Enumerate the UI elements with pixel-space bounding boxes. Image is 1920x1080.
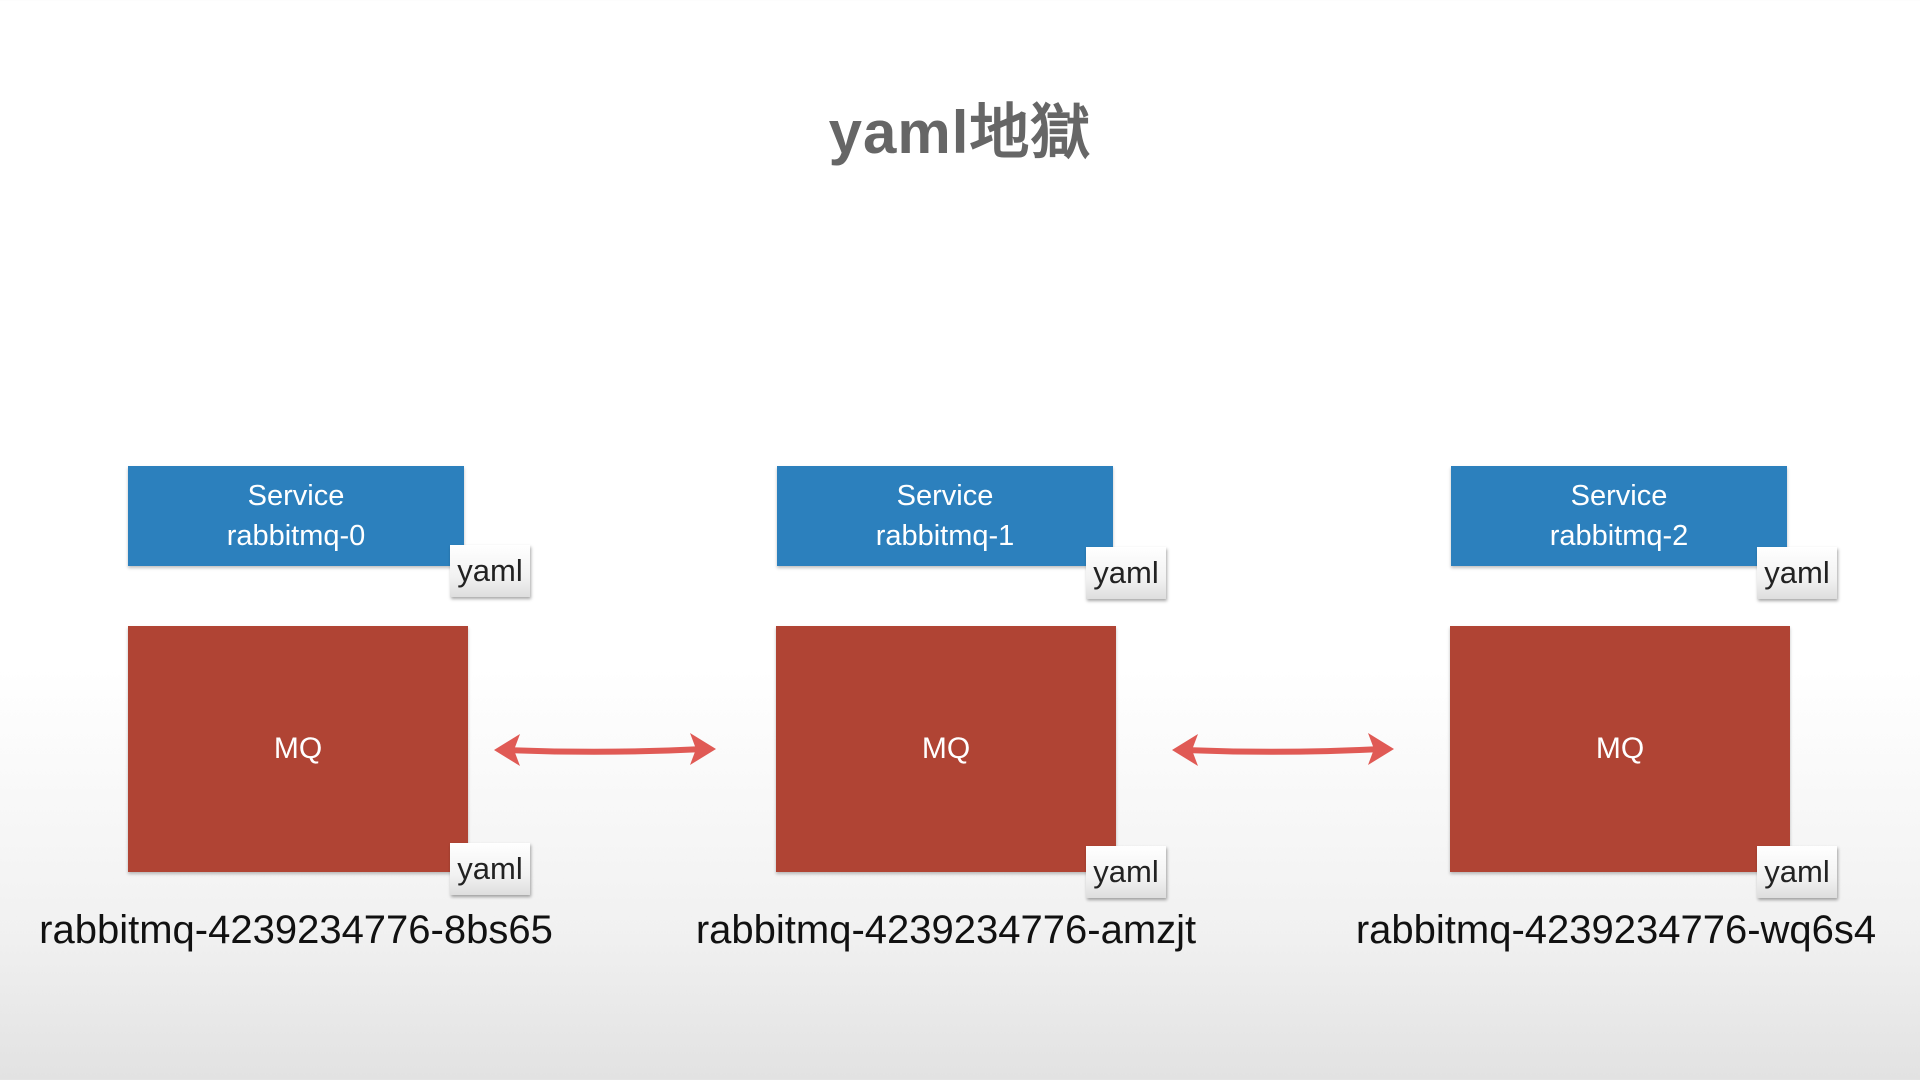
- service-name: rabbitmq-1: [875, 520, 1015, 552]
- service-box-rabbitmq-2: Service rabbitmq-2: [1451, 466, 1787, 566]
- mq-box-2: MQ: [1450, 626, 1790, 872]
- service-yaml-tag: yaml: [450, 545, 530, 597]
- service-yaml-tag: yaml: [1757, 547, 1837, 599]
- service-box-rabbitmq-0: Service rabbitmq-0: [128, 466, 464, 566]
- service-label: Service: [896, 480, 994, 512]
- mq-label: MQ: [921, 732, 971, 765]
- service-box-rabbitmq-1: Service rabbitmq-1: [777, 466, 1113, 566]
- mq-label: MQ: [1595, 732, 1645, 765]
- service-yaml-tag: yaml: [1086, 547, 1166, 599]
- mq-yaml-tag: yaml: [450, 843, 530, 895]
- pod-name: rabbitmq-4239234776-amzjt: [695, 908, 1197, 952]
- pod-name: rabbitmq-4239234776-8bs65: [39, 908, 553, 952]
- service-label: Service: [247, 480, 345, 512]
- bidirectional-arrow-0-1: [494, 733, 716, 766]
- mq-yaml-tag: yaml: [1757, 846, 1837, 898]
- bidirectional-arrow-1-2: [1172, 733, 1394, 766]
- mq-label: MQ: [273, 732, 323, 765]
- pod-name: rabbitmq-4239234776-wq6s4: [1355, 908, 1877, 952]
- mq-yaml-tag: yaml: [1086, 846, 1166, 898]
- service-name: rabbitmq-0: [226, 520, 366, 552]
- service-name: rabbitmq-2: [1549, 520, 1689, 552]
- mq-box-0: MQ: [128, 626, 468, 872]
- service-label: Service: [1570, 480, 1668, 512]
- mq-box-1: MQ: [776, 626, 1116, 872]
- slide-title: yaml地獄: [828, 99, 1092, 166]
